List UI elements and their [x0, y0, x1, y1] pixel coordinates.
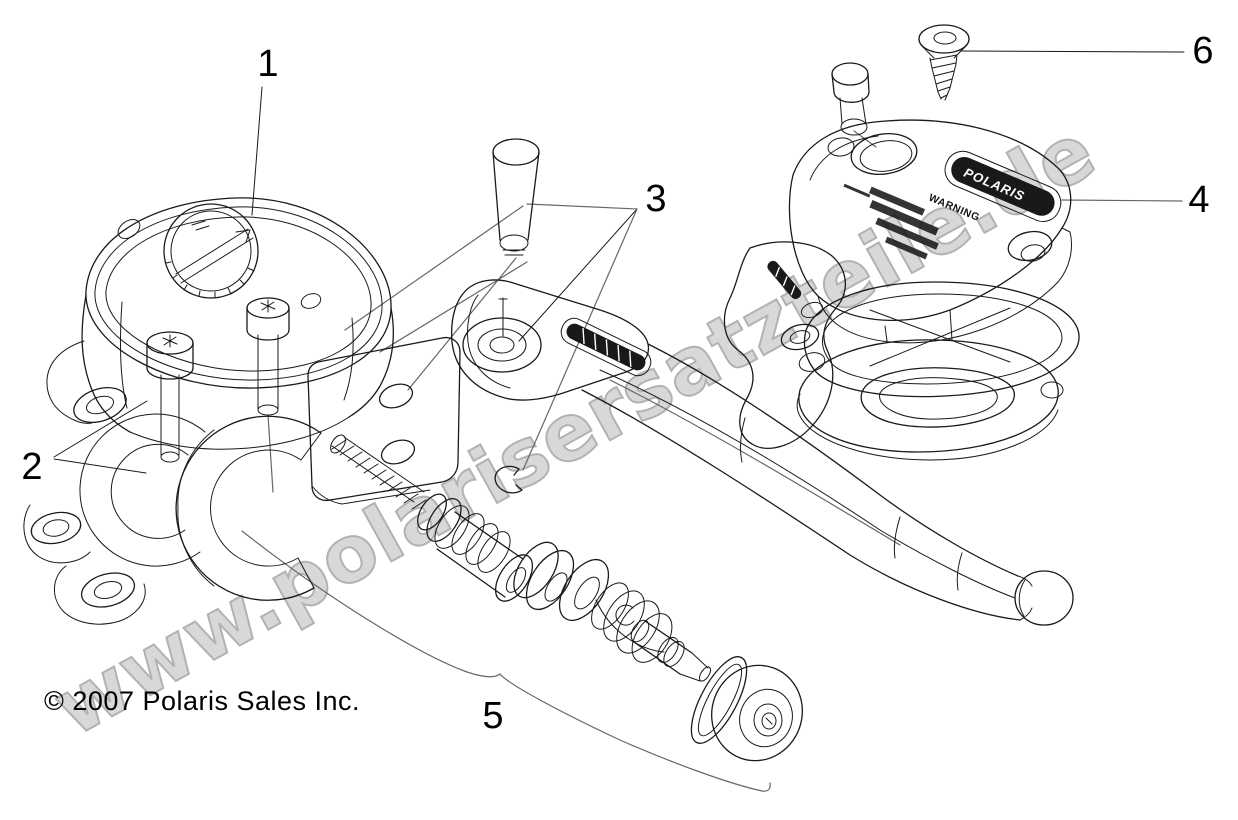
copyright-text: © 2007 Polaris Sales Inc.	[44, 686, 361, 716]
warning-label-text: WARNING	[927, 192, 982, 224]
leader-lines	[53, 50, 1185, 792]
lever-mount-bracket-drawing	[723, 241, 847, 449]
callout-3: 3	[645, 178, 667, 220]
handlebar-clamp-drawing	[23, 386, 322, 625]
reservoir-plate-drawing	[796, 339, 1064, 461]
callout-1: 1	[257, 43, 279, 85]
brake-lever-drawing	[450, 279, 1074, 626]
cover-screw-drawing	[918, 24, 970, 101]
e-clip-drawing	[494, 465, 523, 494]
callout-4: 4	[1188, 179, 1210, 221]
warning-fine-print	[843, 183, 939, 260]
callout-5: 5	[482, 695, 504, 737]
reservoir-screws-drawing	[146, 297, 290, 463]
pivot-pin-drawing	[492, 138, 540, 256]
mount-bracket-plate-drawing	[307, 336, 461, 505]
diaphragm-gasket-drawing	[800, 281, 1080, 398]
master-cylinder-body-drawing	[23, 197, 461, 625]
callout-2: 2	[21, 446, 43, 488]
lever-grip-texture	[560, 317, 652, 377]
reservoir-cover-drawing: POLARIS WARNING	[788, 62, 1080, 461]
piston-spring-assembly-drawing	[330, 434, 804, 762]
callout-6: 6	[1192, 30, 1214, 72]
